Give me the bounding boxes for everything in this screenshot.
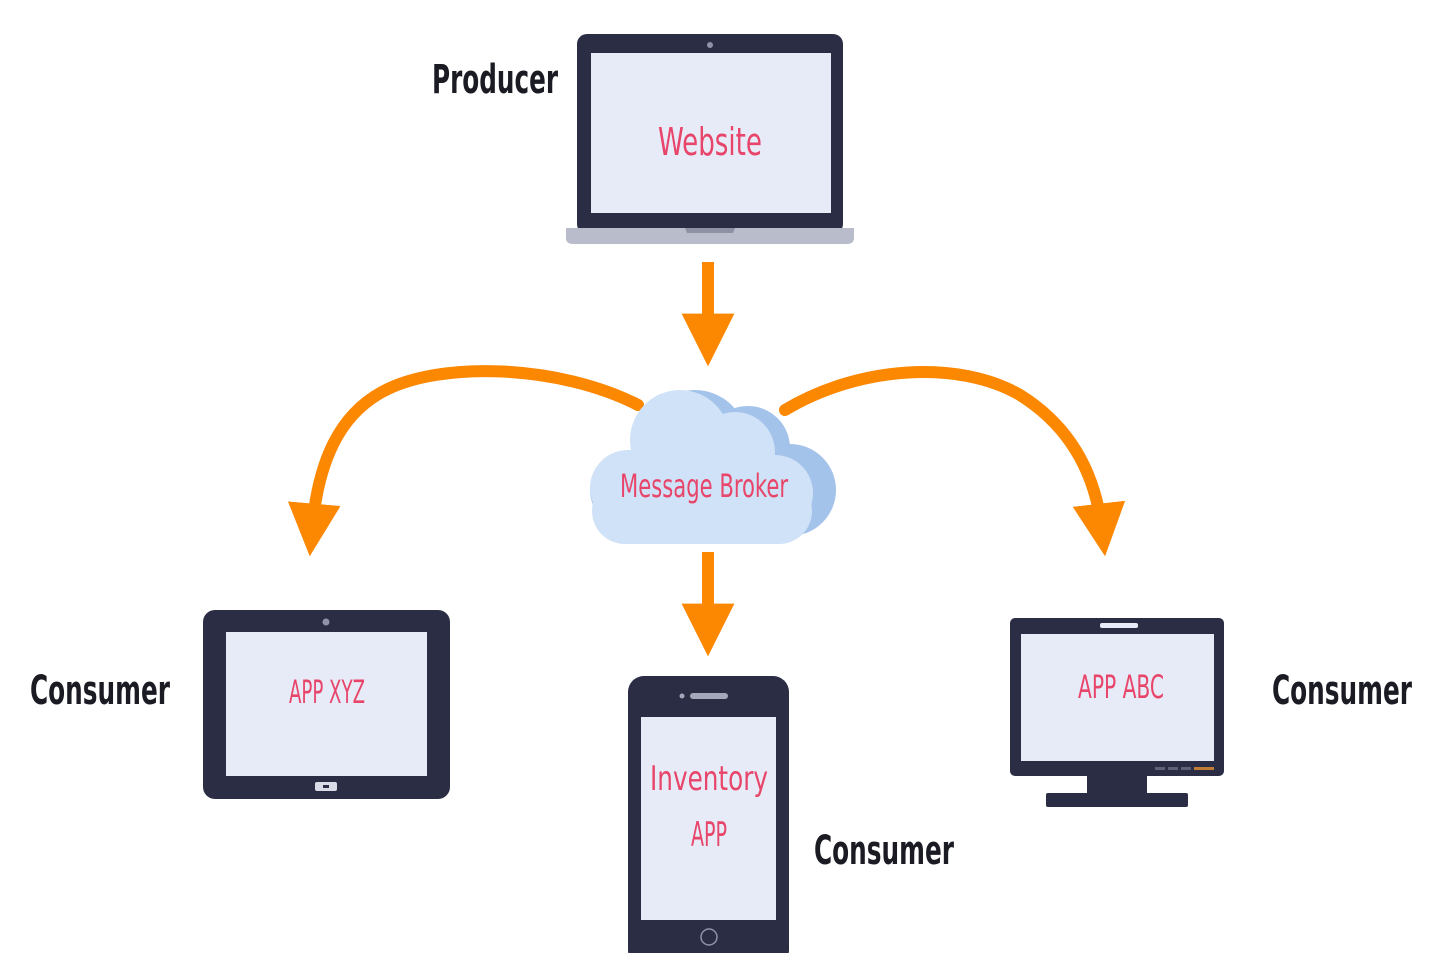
broker-cloud: Message Broker: [590, 390, 836, 544]
tablet-screen: [226, 632, 427, 776]
arrow-broker-to-app-xyz: [287, 365, 644, 557]
monitor-status-dots: [1155, 767, 1191, 770]
producer-laptop: Website: [566, 34, 854, 244]
consumer-2-device-label-line1: Inventory: [650, 759, 768, 799]
laptop-camera: [707, 42, 713, 48]
producer-device-label: Website: [658, 120, 762, 164]
monitor-screen: [1021, 634, 1214, 761]
producer-role-label: Producer: [432, 57, 558, 103]
consumer-1-device-label: APP XYZ: [289, 673, 365, 711]
tablet-camera: [322, 618, 330, 626]
monitor-stand: [1046, 793, 1188, 807]
laptop-screen: [591, 53, 831, 213]
cloud-body: [590, 390, 813, 544]
phone-screen: [641, 717, 776, 920]
consumer-tablet: APP XYZ: [203, 610, 450, 799]
phone-speaker: [690, 693, 728, 699]
consumer-2-role-label: Consumer: [814, 828, 954, 874]
monitor-neck: [1087, 776, 1147, 793]
consumer-2-device-label-line2: APP: [691, 815, 727, 855]
phone-home-button: [700, 928, 718, 946]
consumer-3-device-label: APP ABC: [1078, 668, 1164, 706]
phone-camera: [679, 693, 685, 699]
laptop-notch: [685, 228, 735, 233]
arrows: [287, 262, 1126, 657]
consumer-desktop: APP ABC: [1010, 618, 1224, 807]
arrow-broker-to-app-abc: [779, 366, 1126, 557]
broker-label: Message Broker: [620, 467, 788, 505]
consumer-3-role-label: Consumer: [1272, 668, 1412, 714]
laptop-base: [566, 228, 854, 244]
monitor-top-bar: [1100, 623, 1138, 628]
consumer-1-role-label: Consumer: [30, 668, 170, 714]
consumer-smartphone: Inventory APP: [628, 676, 789, 953]
